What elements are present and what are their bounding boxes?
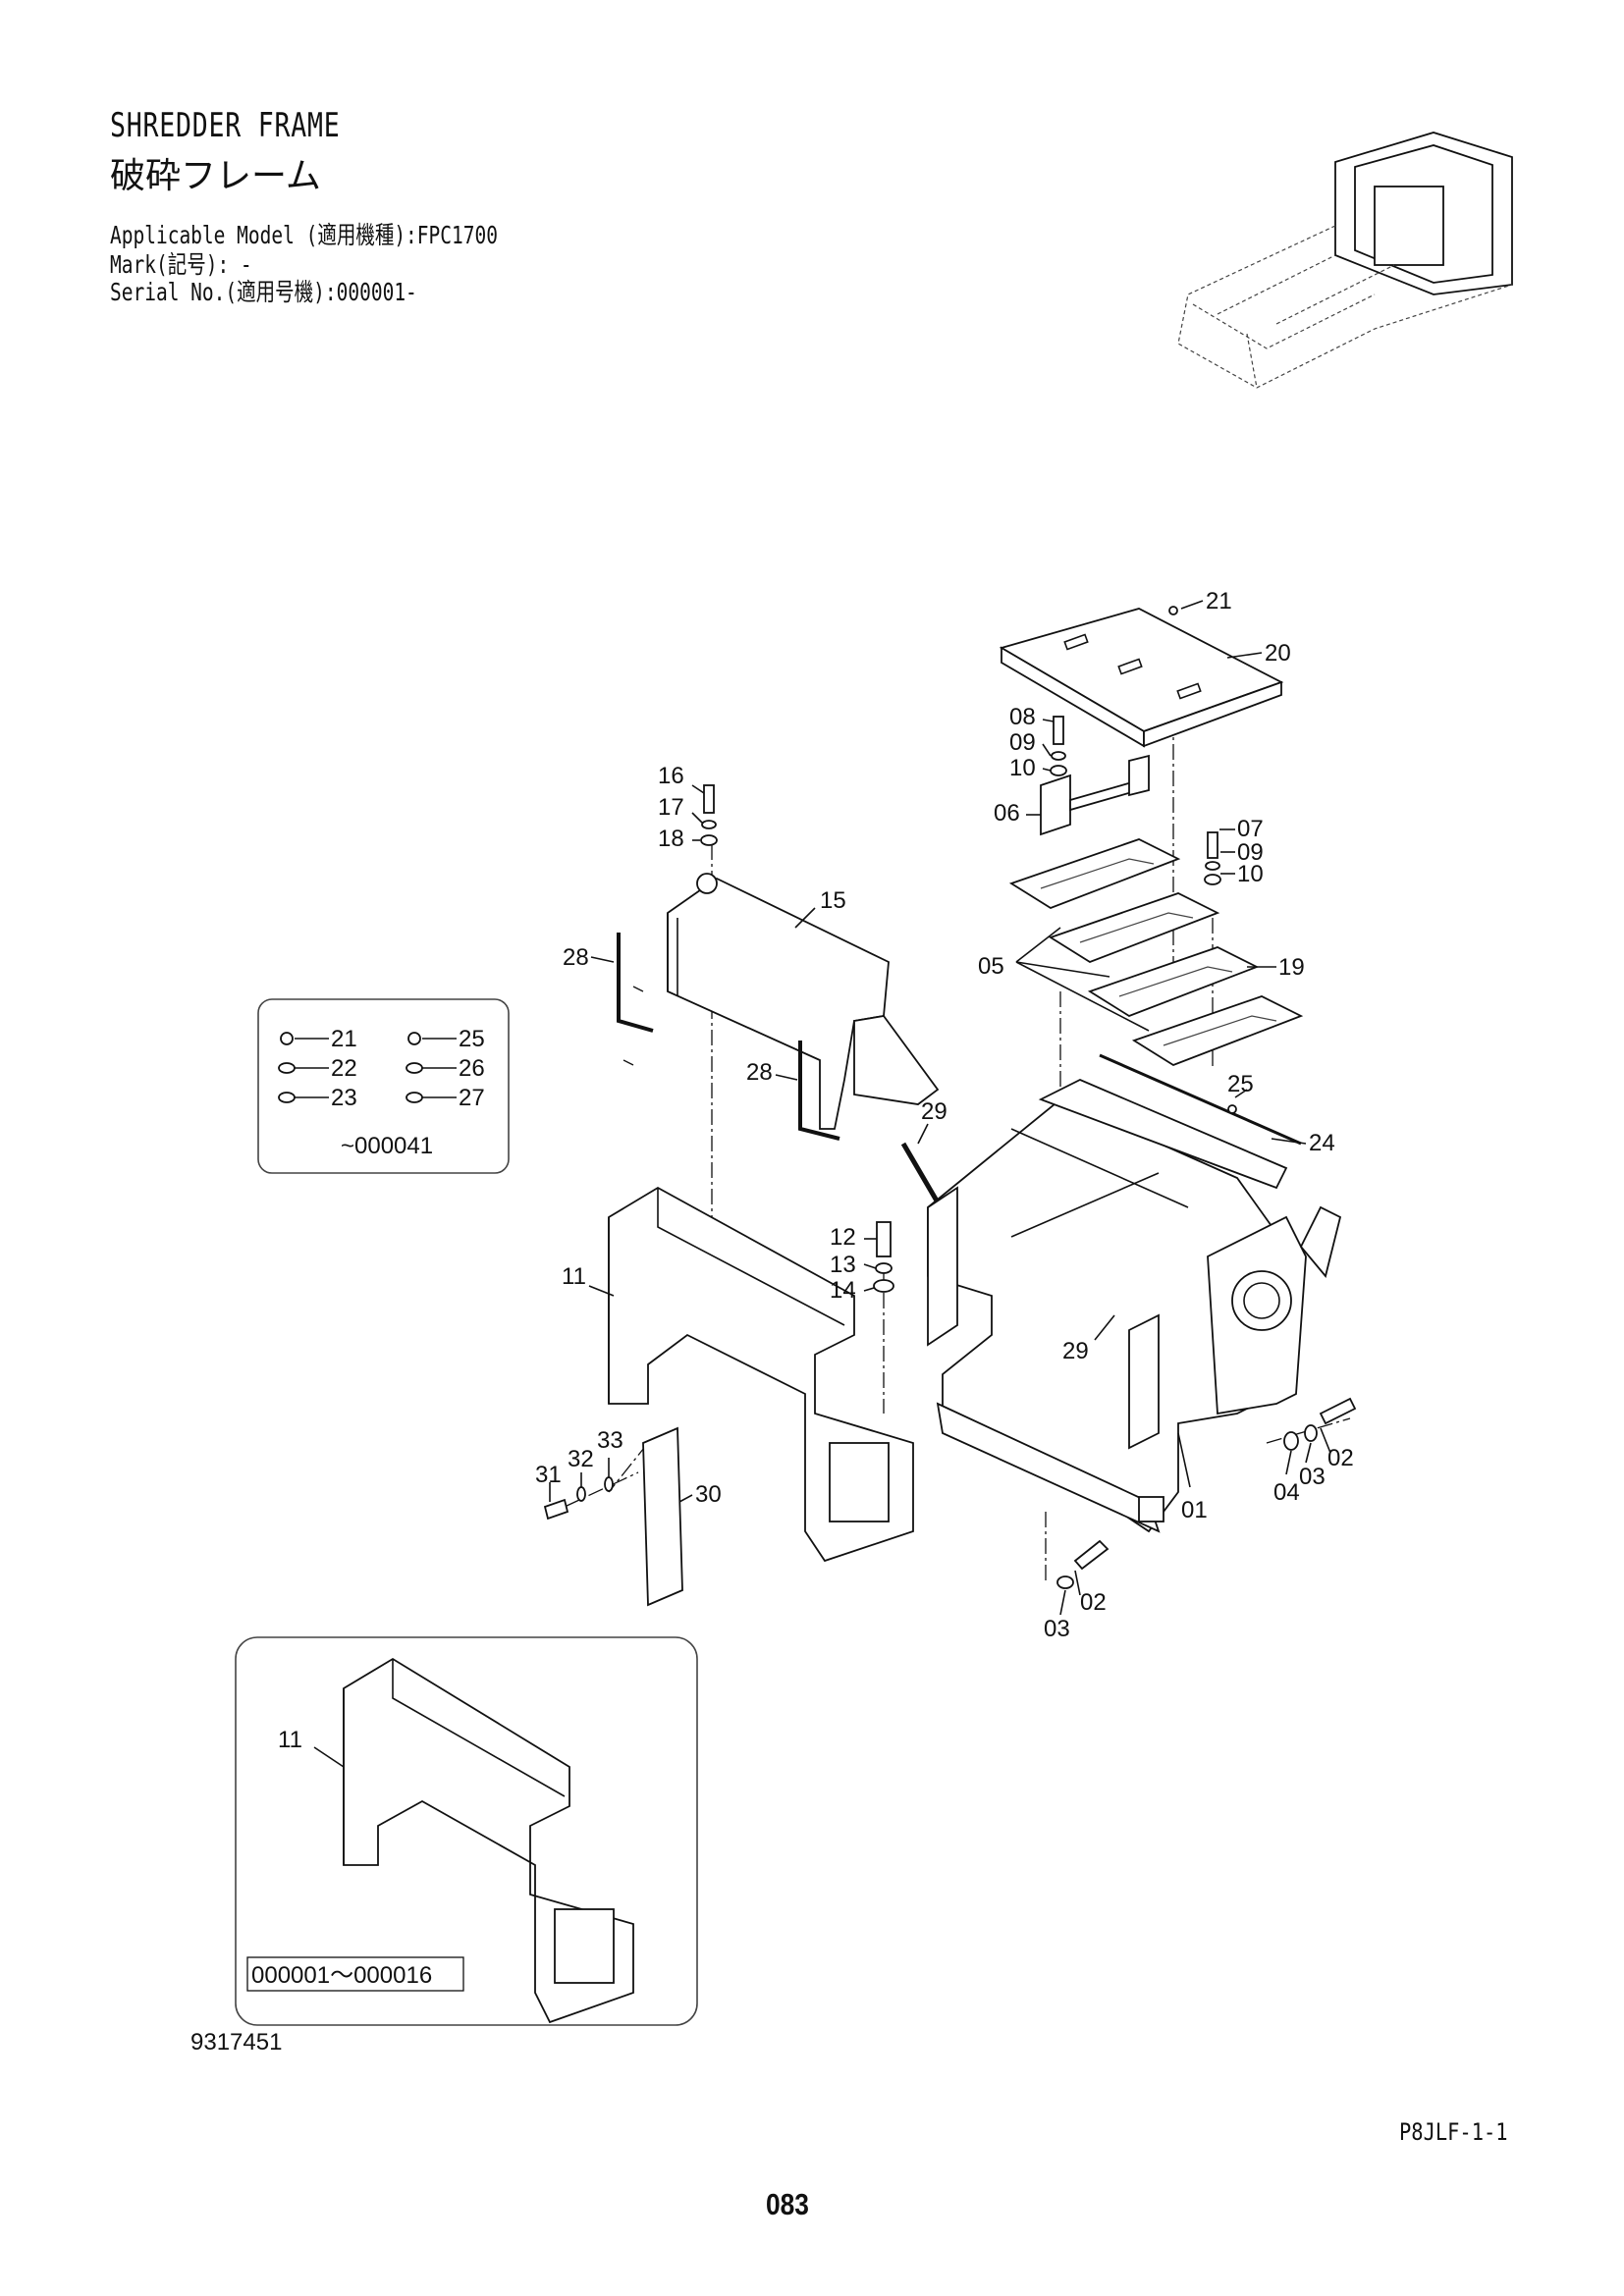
callout-31: 31 [535, 1462, 562, 1488]
callout-11: 11 [562, 1263, 586, 1290]
variant-item-25: 25 [459, 1026, 485, 1052]
guard-15 [667, 873, 940, 1130]
callout-08: 08 [1009, 704, 1036, 730]
bolt-stack-16-18 [700, 784, 718, 846]
applicable-model: Applicable Model (適用機種):FPC1700 [110, 221, 498, 249]
callout-28-left: 28 [563, 944, 589, 971]
callout-09-right: 09 [1237, 839, 1264, 866]
callout-03-right: 03 [1299, 1464, 1326, 1490]
callout-07: 07 [1237, 816, 1264, 842]
callout-19: 19 [1278, 954, 1305, 981]
callout-12: 12 [830, 1224, 856, 1251]
callout-06: 06 [994, 800, 1020, 827]
page-title-japanese: 破砕フレーム [110, 156, 321, 196]
callout-29-bottom: 29 [1062, 1338, 1089, 1364]
serial-number: Serial No.(適用号機):000001- [110, 278, 417, 306]
page-code: P8JLF-1-1 [1399, 2118, 1508, 2146]
screw-21 [1168, 606, 1178, 615]
callout-03-bottom: 03 [1044, 1616, 1070, 1642]
machine-location-thumbnail [1177, 132, 1513, 389]
callout-10-right: 10 [1237, 861, 1264, 887]
callout-24: 24 [1309, 1130, 1335, 1156]
cover-plate-20 [999, 608, 1284, 748]
bolt-stack-12-14 [873, 1221, 894, 1293]
page-number: 083 [766, 2187, 809, 2221]
wear-plates-05 [1008, 838, 1304, 1067]
callout-28-right: 28 [746, 1059, 773, 1086]
callout-15: 15 [820, 887, 846, 914]
mark: Mark(記号): - [110, 250, 252, 279]
rod-29 [900, 1142, 941, 1204]
variant-item-22: 22 [331, 1055, 357, 1082]
page-title: SHREDDER FRAME [110, 106, 341, 145]
callout-labels: 21 20 08 09 10 06 07 09 10 05 19 24 25 1… [535, 588, 1354, 1642]
callout-05: 05 [978, 953, 1004, 980]
callout-14: 14 [830, 1277, 856, 1304]
variant-item-21: 21 [331, 1026, 357, 1052]
variant-item-26: 26 [459, 1055, 485, 1082]
screw-25 [1227, 1104, 1237, 1114]
callout-20: 20 [1265, 640, 1291, 667]
bolt-stack-08-10 [1050, 716, 1067, 776]
callout-29-top: 29 [921, 1098, 947, 1125]
callout-21: 21 [1206, 588, 1232, 614]
figure-number: 9317451 [190, 2029, 283, 2056]
callout-10-top: 10 [1009, 755, 1036, 781]
callout-30: 30 [695, 1481, 722, 1508]
bracket-06 [1040, 754, 1150, 836]
variant-serial-range: ~000041 [341, 1133, 433, 1159]
callout-16: 16 [658, 763, 684, 789]
inset-callout-11: 11 [278, 1727, 302, 1753]
bolt-stack-02-04-right [1283, 1397, 1357, 1451]
callout-09-top: 09 [1009, 729, 1036, 756]
variant-item-27: 27 [459, 1085, 485, 1111]
leader-lines [549, 600, 1331, 1616]
callout-25: 25 [1227, 1071, 1254, 1097]
inset-box: 11 000001～000016 [235, 1636, 698, 2026]
variant-item-23: 23 [331, 1085, 357, 1111]
callout-33: 33 [597, 1427, 623, 1454]
rod-24 [1099, 1053, 1302, 1146]
callout-18: 18 [658, 826, 684, 852]
inset-bracket-11 [343, 1657, 634, 2024]
callout-32: 32 [568, 1446, 594, 1472]
variant-screw-icons [278, 1032, 423, 1103]
callout-13: 13 [830, 1252, 856, 1278]
callout-04: 04 [1273, 1479, 1300, 1506]
bracket-11 [608, 1186, 914, 1563]
callout-02-bottom: 02 [1080, 1589, 1107, 1616]
callout-02-right: 02 [1327, 1445, 1354, 1471]
l-rods-28 [617, 933, 840, 1141]
variant-box: 21 22 23 25 26 27 ~000041 [257, 998, 510, 1174]
main-frame-01 [927, 1079, 1342, 1533]
plate-30 [642, 1426, 683, 1607]
callout-01: 01 [1181, 1497, 1208, 1523]
bolt-stack-07-10 [1204, 831, 1221, 885]
callout-17: 17 [658, 794, 684, 821]
bolt-stack-02-03-bottom [1056, 1539, 1110, 1589]
inset-serial-range: 000001～000016 [251, 1962, 432, 1989]
